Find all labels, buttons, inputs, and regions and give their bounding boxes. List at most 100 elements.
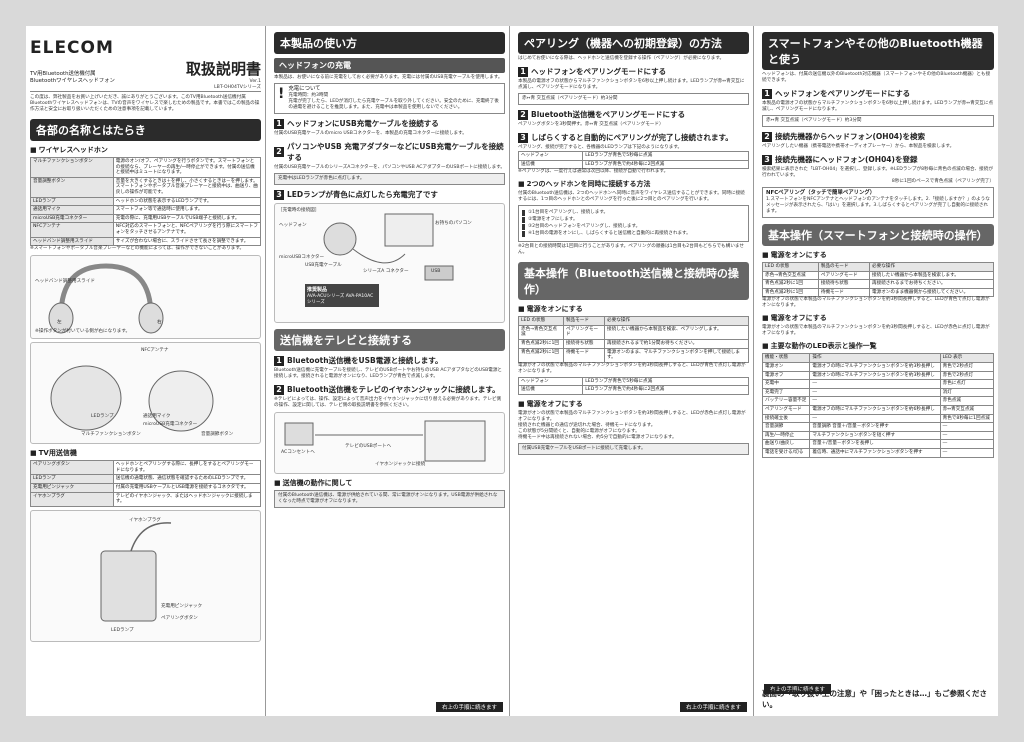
part-desc: NFC対応のスマートフォンと、NFCペアリングを行う際にスマートフォンをタッチさ…	[112, 222, 262, 238]
ops-cell: 再生/一時停止	[761, 430, 811, 441]
flow-item: ③2台目のヘッドフォンをペアリングし、接続します。	[522, 224, 745, 231]
headphone-figure: ヘッドバンド調整用スライド 左 右 ※操作ボタンが付いている側が右になります。	[30, 255, 261, 340]
part-name: 音量調整ボタン	[30, 176, 114, 198]
intro-text: この度は、弊社製品をお買い上げいただき、誠にありがとうございます。このTV用Bl…	[30, 95, 260, 112]
ops-cell: 赤↔青交互点滅	[939, 404, 995, 415]
pairing-banner: ペアリング（機器への初期登録）の方法	[518, 32, 749, 54]
ops-row: 曲送り/曲戻し音量＋/音量－ボタンを長押し―	[761, 439, 995, 449]
ops-row: ペアリングモード電源オフの時にマルチファンクションボタンを約6秒長押し赤↔青交互…	[761, 404, 995, 415]
nfc-label: NFCアンテナ	[141, 348, 169, 354]
power-tx-cell: 接続待ち状態	[562, 338, 606, 349]
ops-cell: 接続確立後	[761, 413, 811, 424]
nfc-text: 1.スマートフォンをNFCアンテナとヘッドフォンのアンテナをタッチします。2.「…	[766, 197, 990, 214]
two-headphones-title: 2つのヘッドホンを同時に接続する方法	[518, 179, 749, 189]
dg-usb: USB充電ケーブル	[305, 263, 342, 268]
jack-label: 充電用ピンジャック	[161, 603, 203, 609]
ops-cell: 充電中	[761, 379, 811, 389]
dg-seriesA: シリーズA コネクター	[363, 269, 409, 274]
power-sp-cell: 接続したい機器から本製品を検索します。	[869, 270, 994, 281]
part-desc: 充電の際に、充電用USBケーブルでUSB端子と接続します。	[112, 213, 262, 224]
model-name: LBT-OH04TVシリーズ	[30, 85, 261, 92]
power2-tx-cell: LEDランプが青色で約4秒毎に2回点滅	[582, 385, 749, 395]
part-row: 通話用マイクスマートフォン等で通話時に使用します。	[30, 205, 262, 215]
page-next-4: 右上の手順に続きます	[764, 684, 832, 694]
ops-row: 接続確立後―青色で8秒毎に1回点滅	[761, 413, 995, 424]
led-caption: 8秒に1回のペースで青色点滅（ペアリング完了）	[891, 179, 994, 184]
caution-icon: !	[278, 86, 285, 102]
power2-tx-cell: LEDランプが青色で5秒毎に点滅	[582, 376, 749, 387]
charge-diagram: ［充電時の接続図］ ヘッドフォン microUSBコネクター お持ちのパソコン …	[274, 203, 505, 323]
ops-cell: 音量調節	[761, 422, 811, 432]
ops-cell: 消灯	[939, 387, 995, 398]
ops-cell: 青色で8秒毎に1回点滅	[939, 413, 995, 424]
pair-step-number: 2	[518, 109, 528, 120]
power-sp-cell: 接続待ち状態	[817, 279, 871, 289]
pair-step-number: 3	[518, 132, 528, 143]
power-off-text-tx: 電源がオンの状態で本製品のマルチファンクションボタンを約3秒間長押しすると、LE…	[518, 410, 746, 422]
power-table-tx: LED の状態製品モード必要な操作 赤色→青色交互点滅ペアリングモード接続したい…	[518, 316, 749, 363]
tv-parts-table: ペアリングボタンヘッドホンとペアリングする際に、長押しをするとペアリングモードに…	[30, 460, 262, 507]
ops-cell: ―	[939, 447, 995, 458]
power-text-sp: 電源がオフの状態で本製品のマルチファンクションボタンを約3秒間長押しすると、LE…	[762, 297, 990, 309]
dg-pc: お持ちのパソコン	[435, 221, 472, 226]
tvpart-row: イヤホンプラグテレビのイヤホンジャック、またはヘッドホンジャックに接続します。	[30, 491, 262, 507]
tvpart-row: ペアリングボタンヘッドホンとペアリングする際に、長押しをするとペアリングモードに…	[30, 460, 262, 476]
ops-cell: 電源オフ	[761, 370, 811, 381]
part-desc: サイズが合わない場合に、スライドさせて長さを調整できます。	[112, 236, 262, 247]
parts-note: ※スマートフォンやポータブル音楽プレーヤーなどの機能によっては、操作ができないこ…	[30, 246, 245, 252]
mic-label: 通話用マイク	[143, 414, 171, 420]
part-desc: 電源のオン/オフ、ペアリングを行うボタンです。スマートフォンとの接続なら、プレー…	[112, 157, 262, 178]
charge-step-desc: 付属のUSB充電ケーブルのシリーズAコネクターを、パソコンやUSB ACアダプタ…	[274, 165, 505, 170]
part-row: LEDランプヘッドホンの状態を表示するLEDランプです。	[30, 196, 262, 207]
ops-cell: 電源オンの時にマルチファンクションボタンを約3秒長押し	[809, 370, 941, 381]
headphone-front-icon	[48, 263, 164, 334]
pair-result-cell: ヘッドフォン	[517, 151, 584, 161]
ops-cell: 音量調節 音量＋/音量－ボタンを押す	[809, 422, 941, 432]
pair-result-cell: 送信機	[517, 159, 584, 170]
power-tx-row: 青色点滅2秒に1回待機モード電源オンのまま、マルチファンクションボタンを押して接…	[518, 347, 749, 363]
ops-cell: 電話を受ける/切る	[761, 447, 811, 458]
basic-op-banner-tx: 基本操作（Bluetooth送信機と接続時の操作）	[518, 262, 749, 301]
power-tx-cell: ペアリングモード	[562, 324, 606, 340]
tv-connection-icon	[284, 420, 486, 462]
ops-cell: ―	[939, 439, 995, 449]
tvconnect-step-number: 2	[274, 384, 284, 395]
power-tx-cell: 接続したい機器から本製品を検索、ペアリングします。	[604, 324, 749, 340]
power-tx-cell: 青色点滅2秒に1回	[518, 338, 564, 349]
power-tx-header: 必要な操作	[604, 316, 749, 326]
off-note-item: この状態が5分間続くと、自動的に電源がオフになります。	[518, 428, 640, 434]
part-name: マルチファンクションボタン	[30, 157, 114, 178]
charge-banner: ヘッドフォンの充電	[274, 58, 505, 73]
tvpart-row: LEDランプ送信機の通電状態、通信状態を確認するためのLEDランプです。	[30, 474, 262, 484]
flow-item: ④1台目の電源をオンにし、しばらくすると送信機と自動的に再接続されます。	[522, 231, 745, 238]
ops-cell: 電源オフの時にマルチファンクションボタンを約3秒長押し	[809, 361, 941, 372]
adapter-text: AVA-ACUシリーズ AVA-PA10ACシリーズ	[307, 294, 374, 305]
ops-header: 機能・状態	[761, 353, 811, 363]
adapter-box: 推奨製品 AVA-ACUシリーズ AVA-PA10ACシリーズ	[305, 284, 379, 307]
tv-ac-label: ACコンセントへ	[281, 450, 315, 455]
power-on-title-sp: 電源をオンにする	[762, 250, 994, 260]
caution-title: 充電について	[288, 86, 321, 92]
manual-sheet: ELECOM TV用Bluetooth送信機付属 Bluetoothワイヤレスヘ…	[26, 26, 998, 716]
page-next-3: 右上の手順に続きます	[679, 702, 747, 712]
tvconnect-step-desc: ※テレビによっては、操作、設定によって音声出力をイヤホンジャックに切り替える必要…	[274, 397, 502, 408]
power-text-tx: 電源がオフの状態で本製品のマルチファンクションボタンを約3秒間長押しすると、LE…	[518, 362, 746, 374]
power-tx-cell: 青色点滅2秒に1回	[518, 347, 564, 363]
ops-cell: 青色で2秒点灯	[939, 361, 995, 372]
part-name: microUSB充電コネクター	[30, 213, 114, 224]
part-row: ヘッドバンド調整用スライドサイズが合わない場合に、スライドさせて長さを調整できま…	[30, 236, 262, 247]
ops-cell: 電源オン	[761, 361, 811, 372]
smartphone-banner: スマートフォンやその他のBluetooth機器と使う	[762, 32, 994, 70]
ops-header: 操作	[809, 353, 941, 363]
power-sp-header: 製品のモード	[817, 262, 871, 272]
pair-step-heading: しばらくすると自動的にペアリングが完了し接続されます。	[531, 133, 733, 142]
product-line-1: TV用Bluetooth送信機付属	[30, 71, 96, 77]
power-sp-row: 赤色→青色交互点滅ペアリングモード接続したい機器から本製品を検索します。	[762, 270, 994, 281]
part-desc: スマートフォン等で通話時に使用します。	[112, 205, 262, 215]
charge-step-note: 充電中はLEDランプが赤色に点灯します。	[274, 173, 505, 185]
